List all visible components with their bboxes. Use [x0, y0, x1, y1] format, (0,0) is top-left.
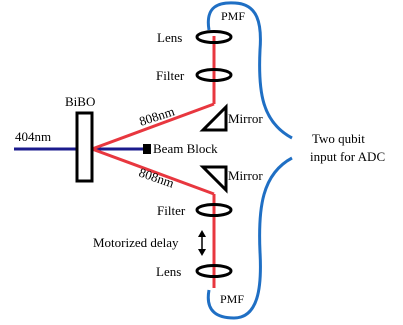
bibo-crystal	[75, 111, 94, 183]
mirror-top-label: Mirror	[228, 111, 263, 126]
fiber-top	[206, 1, 293, 140]
motorized-delay-arrow	[198, 230, 206, 256]
mirror-top	[199, 103, 228, 132]
lens-top	[195, 30, 233, 44]
filter-bottom-label: Filter	[157, 203, 186, 218]
lens-top-label: Lens	[157, 30, 182, 45]
beam-upper-diagonal	[91, 102, 215, 151]
pump-wavelength-label: 404nm	[15, 129, 51, 144]
mirror-bottom	[199, 165, 228, 194]
pmf-bottom-label: PMF	[220, 292, 244, 306]
motorized-delay-label: Motorized delay	[93, 235, 179, 250]
output-label-line1: Two qubit	[312, 131, 365, 146]
fiber-bottom	[206, 156, 293, 320]
lens-bottom-label: Lens	[156, 264, 181, 279]
beam-block	[143, 144, 151, 154]
signal-wavelength-bottom-label: 808nm	[137, 165, 176, 191]
mirror-bottom-label: Mirror	[228, 168, 263, 183]
filter-top-label: Filter	[156, 68, 185, 83]
lens-bottom	[195, 264, 233, 278]
downconverted-beams	[91, 36, 216, 288]
bibo-label: BiBO	[65, 94, 95, 109]
output-label-line2: input for ADC	[310, 149, 385, 164]
beam-lower-diagonal	[91, 147, 215, 196]
pmf-top-label: PMF	[221, 9, 245, 23]
filter-top	[195, 68, 233, 82]
filter-bottom	[195, 203, 233, 217]
beam-block-label: Beam Block	[153, 141, 218, 156]
